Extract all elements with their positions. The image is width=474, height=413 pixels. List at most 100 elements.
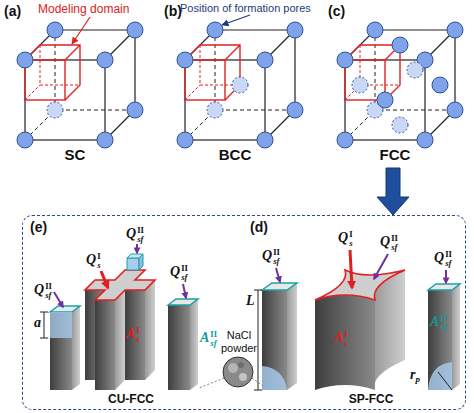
model-panel: (d)SP-FCC xyxy=(246,216,464,411)
face-pore xyxy=(352,77,368,93)
symbol-sub: sf xyxy=(445,259,452,268)
math-symbol: AIIsf xyxy=(430,314,447,331)
flux-arrow xyxy=(101,271,108,288)
math-symbol: QIIsf xyxy=(34,282,52,299)
face-pore xyxy=(407,62,423,78)
model-panel: (e) CU-FCC xyxy=(26,216,231,411)
symbol-sup: II xyxy=(45,282,52,291)
symbol-sup: II xyxy=(210,330,217,339)
pillar-face xyxy=(50,312,72,390)
lattice-name: SC xyxy=(20,146,130,163)
pillar-top xyxy=(262,283,297,290)
symbol-base: Q xyxy=(170,264,180,279)
math-symbol: QIIsf xyxy=(380,234,398,251)
sphere-pillar-face xyxy=(374,270,405,390)
cross-face xyxy=(145,280,155,380)
symbol-index-stack: IIsf xyxy=(181,264,188,281)
panel-letter: (c) xyxy=(328,3,358,19)
symbol-sup: I xyxy=(136,326,139,335)
flux-arrow xyxy=(350,250,352,288)
bcc-cube xyxy=(177,22,303,148)
symbol-base: A xyxy=(334,330,343,345)
symbol-index-stack: Is xyxy=(97,252,100,269)
pillar-face xyxy=(428,290,452,390)
face-pore xyxy=(377,92,393,108)
pillar-face xyxy=(287,283,297,390)
symbol-base: A xyxy=(126,326,135,341)
math-symbol: QIIsf xyxy=(434,250,452,267)
sc-cube xyxy=(17,22,143,148)
symbol-base: A xyxy=(200,330,209,345)
math-symbol: QIs xyxy=(86,252,101,269)
symbol-base: Q xyxy=(380,234,390,249)
dimension-line xyxy=(40,312,48,338)
lattice-name: FCC xyxy=(340,146,450,163)
nacl-grain xyxy=(238,362,244,368)
leader-arrow xyxy=(222,15,250,25)
math-symbol: rp xyxy=(410,368,420,384)
pore-region xyxy=(262,366,287,390)
math-symbol: QIIsf xyxy=(170,264,188,281)
symbol-index-stack: IIsf xyxy=(137,226,144,243)
math-symbol: a xyxy=(34,316,41,330)
symbol-sub: s xyxy=(136,335,139,344)
symbol-base: Q xyxy=(86,252,96,267)
symbol-base: Q xyxy=(126,226,136,241)
pore-region xyxy=(50,312,72,338)
pore-region xyxy=(428,362,452,390)
leader-arrow xyxy=(72,17,90,44)
symbol-sub: p xyxy=(415,374,420,384)
symbol-sub: sf xyxy=(273,257,280,266)
annotation-text: Position of formation pores xyxy=(180,2,311,14)
symbol-sub: s xyxy=(349,239,352,248)
symbol-base: L xyxy=(246,293,255,308)
symbol-sub: sf xyxy=(137,235,144,244)
cube-panel: (a)SC xyxy=(0,0,160,168)
symbol-sub: sf xyxy=(181,273,188,282)
symbol-sub: s xyxy=(344,339,347,348)
sphere-pillar-face xyxy=(315,295,375,390)
dimension-line xyxy=(254,290,262,390)
model-name: CU-FCC xyxy=(66,393,196,407)
annotation-text: Modeling domain xyxy=(38,3,129,16)
fcc-cube xyxy=(337,22,463,148)
face-pore xyxy=(432,77,448,93)
symbol-base: A xyxy=(430,314,439,329)
flux-arrow xyxy=(374,254,388,279)
pillar-top xyxy=(168,299,198,305)
math-symbol: AIIsf xyxy=(200,330,217,347)
math-symbol: QIIsf xyxy=(126,226,144,243)
symbol-base: Q xyxy=(34,282,44,297)
symbol-base: r xyxy=(410,367,415,382)
symbol-index-stack: Is xyxy=(136,326,139,343)
symbol-sub: sf xyxy=(45,291,52,300)
photo-caption: NaCl powder xyxy=(214,329,264,354)
cross-face xyxy=(115,290,125,390)
math-symbol: AIs xyxy=(126,326,140,343)
block-arrow xyxy=(377,168,409,215)
body-center-pore xyxy=(232,77,248,93)
symbol-index-stack: Is xyxy=(344,330,347,347)
symbol-base: a xyxy=(34,315,41,330)
symbol-index-stack: IIsf xyxy=(210,330,217,347)
symbol-sup: I xyxy=(349,230,352,239)
symbol-base: Q xyxy=(338,230,348,245)
cross-face xyxy=(95,300,115,390)
model-name: SP-FCC xyxy=(306,393,436,407)
flux-arrow xyxy=(136,244,138,253)
pillar-face xyxy=(72,306,80,390)
flux-arrow xyxy=(183,284,186,298)
symbol-sup: I xyxy=(344,330,347,339)
panel-letter: (e) xyxy=(30,219,60,235)
cube-panel: (c) FCC xyxy=(320,0,474,168)
symbol-sub: sf xyxy=(440,323,447,332)
radius-line xyxy=(438,372,452,390)
pillar-face xyxy=(168,305,190,390)
pore-cube xyxy=(139,254,143,270)
math-symbol: QIIsf xyxy=(262,248,280,265)
math-symbol: L xyxy=(246,294,255,308)
symbol-sub: s xyxy=(97,261,100,270)
symbol-sub: sf xyxy=(210,339,217,348)
